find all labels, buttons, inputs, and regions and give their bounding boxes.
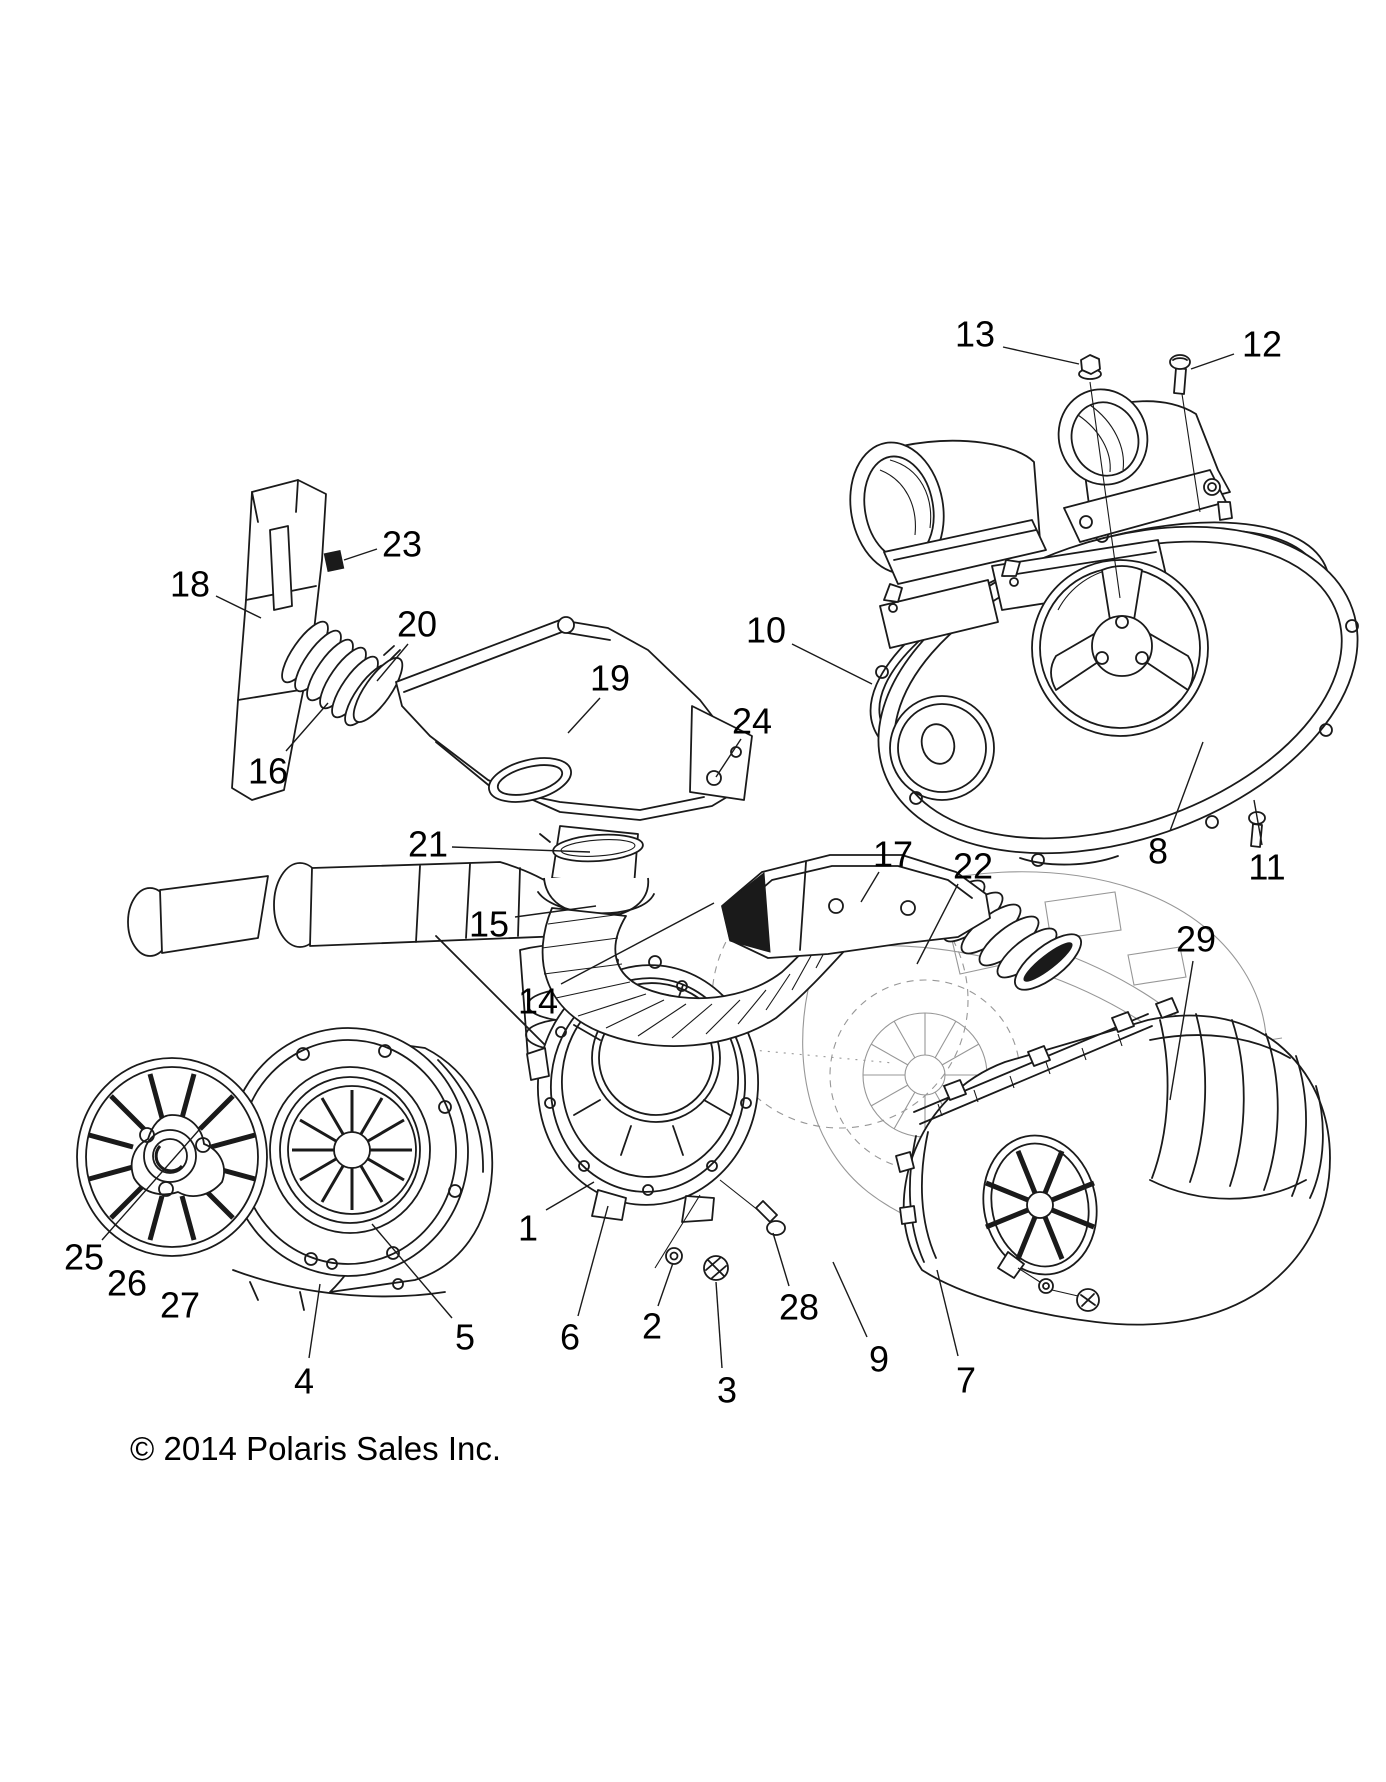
callout-27: 27 [160,1285,200,1326]
callout-leader-14 [560,902,715,985]
callout-9: 9 [869,1339,889,1380]
callout-leader-13 [1002,346,1080,365]
callout-14: 14 [518,981,558,1022]
clip-23[interactable] [323,549,345,573]
plug-3[interactable] [703,1255,729,1281]
callout-5: 5 [455,1317,475,1358]
callout-24: 24 [732,701,772,742]
callout-leader-2 [657,1262,674,1307]
callout-leader-15 [514,905,597,918]
callout-leader-16 [285,702,329,752]
callout-leader-9 [832,1261,868,1338]
callout-1: 1 [518,1208,538,1249]
callout-7: 7 [956,1360,976,1401]
callout-leader-28 [772,1232,790,1287]
callout-19: 19 [590,658,630,699]
callout-13: 13 [955,314,995,355]
callout-leader-29 [1169,960,1194,1101]
callout-leader-17 [860,871,880,903]
callout-21: 21 [408,824,448,865]
callout-leader-1 [545,1181,595,1211]
bolt-28[interactable] [719,1179,786,1236]
callout-4: 4 [294,1361,314,1402]
inner-cover-plate-10[interactable] [835,467,1386,912]
duct-flange-24 [689,705,753,801]
nut-13[interactable] [1078,354,1102,380]
callout-28: 28 [779,1287,819,1328]
callout-leader-5 [371,1223,453,1319]
callout-29: 29 [1176,919,1216,960]
intake-horn-right[interactable] [1046,378,1233,543]
air-duct-19 [395,616,753,821]
callout-25: 25 [64,1237,104,1278]
callout-leader-8 [1169,741,1204,832]
callout-11: 11 [1248,847,1285,888]
callout-23: 23 [382,524,422,565]
callout-20: 20 [397,604,437,645]
cover-screw-washer [1038,1278,1054,1294]
callout-leader-3 [715,1281,723,1369]
callout-15: 15 [469,904,509,945]
bolt-12[interactable] [1169,354,1191,395]
callout-leader-6 [577,1205,609,1317]
fastener-axis-lines [1089,381,1201,599]
callout-leader-18 [215,595,262,619]
fan-wheel-25 [76,1057,268,1257]
drive-clutch-cover-assembly[interactable] [76,861,619,1311]
callout-18: 18 [170,564,210,605]
callout-leader-24 [715,738,742,778]
callout-26: 26 [107,1263,147,1304]
callout-6: 6 [560,1317,580,1358]
mount-bracket-18 [231,479,345,801]
callout-10: 10 [746,610,786,651]
cover-spoked-5 [227,1027,469,1277]
callout-leader-11 [1253,799,1263,846]
cover-clips [943,997,1179,1101]
callout-17: 17 [873,834,913,875]
intake-duct-assembly[interactable] [231,479,879,1047]
callout-22: 22 [953,846,993,887]
callout-leader-19 [567,697,601,734]
assembly-line [435,935,566,1066]
intake-horn-left[interactable] [840,435,1047,613]
callout-leader-7 [936,1269,959,1357]
copyright-text: © 2014 Polaris Sales Inc. [130,1430,501,1467]
duct-elbow [537,825,655,915]
callout-leader-12 [1190,353,1235,370]
outer-clutch-cover[interactable] [895,997,1331,1326]
callout-leader-4 [308,1283,321,1359]
hose-clamp-20 [352,645,404,723]
callout-leader-22 [916,883,959,965]
callout-8: 8 [1148,831,1168,872]
callout-16: 16 [248,751,288,792]
callout-leader-21 [451,846,591,853]
callout-12: 12 [1242,324,1282,365]
heat-shield-17[interactable] [721,854,1089,999]
callout-3: 3 [717,1370,737,1411]
callout-leader-20 [376,643,409,682]
callout-2: 2 [642,1306,662,1347]
callout-leader-10 [791,643,873,685]
washer-2[interactable] [654,1194,701,1269]
callout-leader-23 [343,548,378,561]
callout-leader-25 [101,1121,207,1241]
cover-screw [1076,1288,1100,1312]
